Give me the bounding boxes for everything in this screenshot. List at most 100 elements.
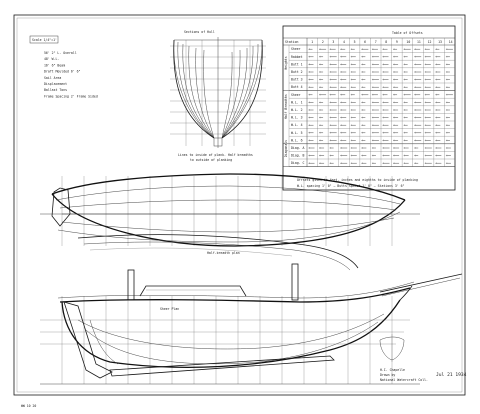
offsets-group-label: Heights <box>284 56 288 70</box>
profile-rail <box>57 281 415 299</box>
body-plan-title: Sections of Hull <box>184 30 215 34</box>
spec-line: Frame Spacing 2' Frame Sided <box>44 94 98 98</box>
body-plan-midship-fwd <box>221 39 263 139</box>
profile-bowsprit <box>379 273 463 293</box>
scale-box: Scale 1/4"=1' <box>29 35 59 44</box>
spec-line: 56' 2" L. Overall <box>44 51 77 55</box>
profile-cabin-house <box>139 285 247 297</box>
body-plan-section-fwd <box>221 45 254 139</box>
offsets-column-header: 12 <box>428 40 432 44</box>
title-stamp: H.I. Chapelle Drawn by National Watercra… <box>380 368 467 382</box>
principal-dimensions: 56' 2" L. Overall 48' W.L. 16' 6" BeamDraf… <box>44 51 98 98</box>
body-plan-section-aft <box>182 43 215 139</box>
deck-strip-line <box>89 247 293 257</box>
midship-section-outline <box>379 336 405 361</box>
offsets-row-label: Rabbet <box>291 55 303 59</box>
body-plan-note-1: Lines to inside of plank. Half breadths <box>178 153 253 157</box>
body-plan-note-2: to outside of planking <box>190 158 232 162</box>
offsets-column-header: 9 <box>396 40 398 44</box>
body-plan-section-aft <box>195 47 215 139</box>
body-plan-section-fwd <box>221 49 241 139</box>
spec-line: Draft Moulded 6' 6" <box>44 70 81 74</box>
offsets-column-header: 10 <box>406 40 410 44</box>
deck-strip-inner <box>83 241 351 271</box>
offsets-column-header: 6 <box>364 40 366 44</box>
half-breadth-deck-edge <box>51 193 406 247</box>
profile-stem <box>399 285 413 301</box>
scale-label: Scale 1/4"=1' <box>32 38 57 42</box>
offsets-column-header: 7 <box>375 40 377 44</box>
body-plan-section-fwd <box>221 51 233 139</box>
offsets-column-header: Station <box>285 40 299 44</box>
profile-buttock-2 <box>77 313 385 350</box>
offsets-column-header: 1 <box>311 40 313 44</box>
offsets-column-header: 4 <box>343 40 345 44</box>
offsets-column-header: 3 <box>332 40 334 44</box>
profile-rudder <box>63 301 113 379</box>
offsets-row-label: Diag. B <box>291 154 305 158</box>
sheer-plan: Sheer Plan <box>40 263 463 385</box>
profile-mizzen-stub <box>127 269 135 301</box>
offsets-column-header: 14 <box>449 40 453 44</box>
offsets-row-label: Diag. C <box>291 161 305 165</box>
half-breadth-plan: Half-breadth plan <box>40 173 420 255</box>
half-breadth-transom <box>51 187 71 227</box>
offsets-row-label: W.L. 6 <box>291 138 303 142</box>
sheet-inner-border <box>16 17 463 393</box>
offsets-table-frame <box>282 25 456 191</box>
profile-hull-bottom <box>61 299 401 368</box>
spec-line: Sail Area <box>44 76 61 80</box>
offsets-row-label: W.L. 1 <box>291 100 303 104</box>
drawing-date: Jul 21 1934 <box>436 372 467 378</box>
offsets-column-header: 5 <box>354 40 356 44</box>
half-breadth-waterline-1 <box>55 185 401 205</box>
body-plan-section-aft <box>203 49 215 139</box>
offsets-column-header: 11 <box>417 40 421 44</box>
offsets-title: Table of Offsets <box>392 31 423 35</box>
spec-line: Displacement <box>44 82 67 86</box>
half-breadth-caption: Half-breadth plan <box>207 251 240 255</box>
body-plan-section-fwd <box>221 41 263 139</box>
profile-skeg-line <box>89 319 119 365</box>
body-plan-section-aft <box>173 39 215 139</box>
offsets-row-label: Sheer <box>291 93 301 97</box>
profile-main-stub <box>291 263 299 301</box>
offsets-group-label: Diagonals <box>284 140 288 157</box>
spec-line: Ballast Tons <box>44 88 67 92</box>
offsets-column-header: 8 <box>385 40 387 44</box>
profile-bowsprit-lower <box>381 277 461 297</box>
offsets-row-label: W.L. 3 <box>291 116 303 120</box>
body-plan-section-aft <box>177 41 215 139</box>
offsets-row-label: Butt 3 <box>291 78 303 82</box>
body-plan: Sections of Hull Lines to inside of plan… <box>170 30 266 162</box>
half-breadth-sheer <box>51 173 406 201</box>
offsets-column-header: 2 <box>322 40 324 44</box>
profile-buttock-1 <box>85 321 379 365</box>
half-breadth-waterline-2 <box>59 199 397 211</box>
offsets-column-header: 13 <box>438 40 442 44</box>
offsets-row-label: W.L. 2 <box>291 108 303 112</box>
stamp-line-1: H.I. Chapelle <box>380 368 405 372</box>
spec-line: 16' 6" Beam <box>44 63 65 67</box>
offsets-row-label: Diag. A <box>291 146 305 150</box>
offsets-footnote-1: Offsets given in feet, inches and eighth… <box>297 178 418 182</box>
body-plan-section-fwd <box>221 47 248 139</box>
profile-keel <box>109 355 335 377</box>
offsets-row-label: W.L. 4 <box>291 123 303 127</box>
spec-line: 48' W.L. <box>44 57 59 61</box>
offsets-row-label: Butt 4 <box>291 85 303 89</box>
profile-caption: Sheer Plan <box>160 307 179 311</box>
offsets-footnote-2: W.L. spacing 1' 0" — Butts spaced 1' 0" … <box>297 184 405 188</box>
sheet-border <box>13 14 466 396</box>
half-breadth-waterline-5 <box>57 211 401 243</box>
offsets-row-label: Butt 1 <box>291 62 303 66</box>
stamp-line-2: Drawn by <box>380 373 395 377</box>
body-plan-keel <box>213 137 223 147</box>
corner-note: WW 10 20 <box>21 404 36 408</box>
body-plan-section-aft <box>188 45 215 139</box>
stamp-line-3: National Watercraft Coll. <box>380 378 428 382</box>
midship-section-detail <box>379 334 405 362</box>
